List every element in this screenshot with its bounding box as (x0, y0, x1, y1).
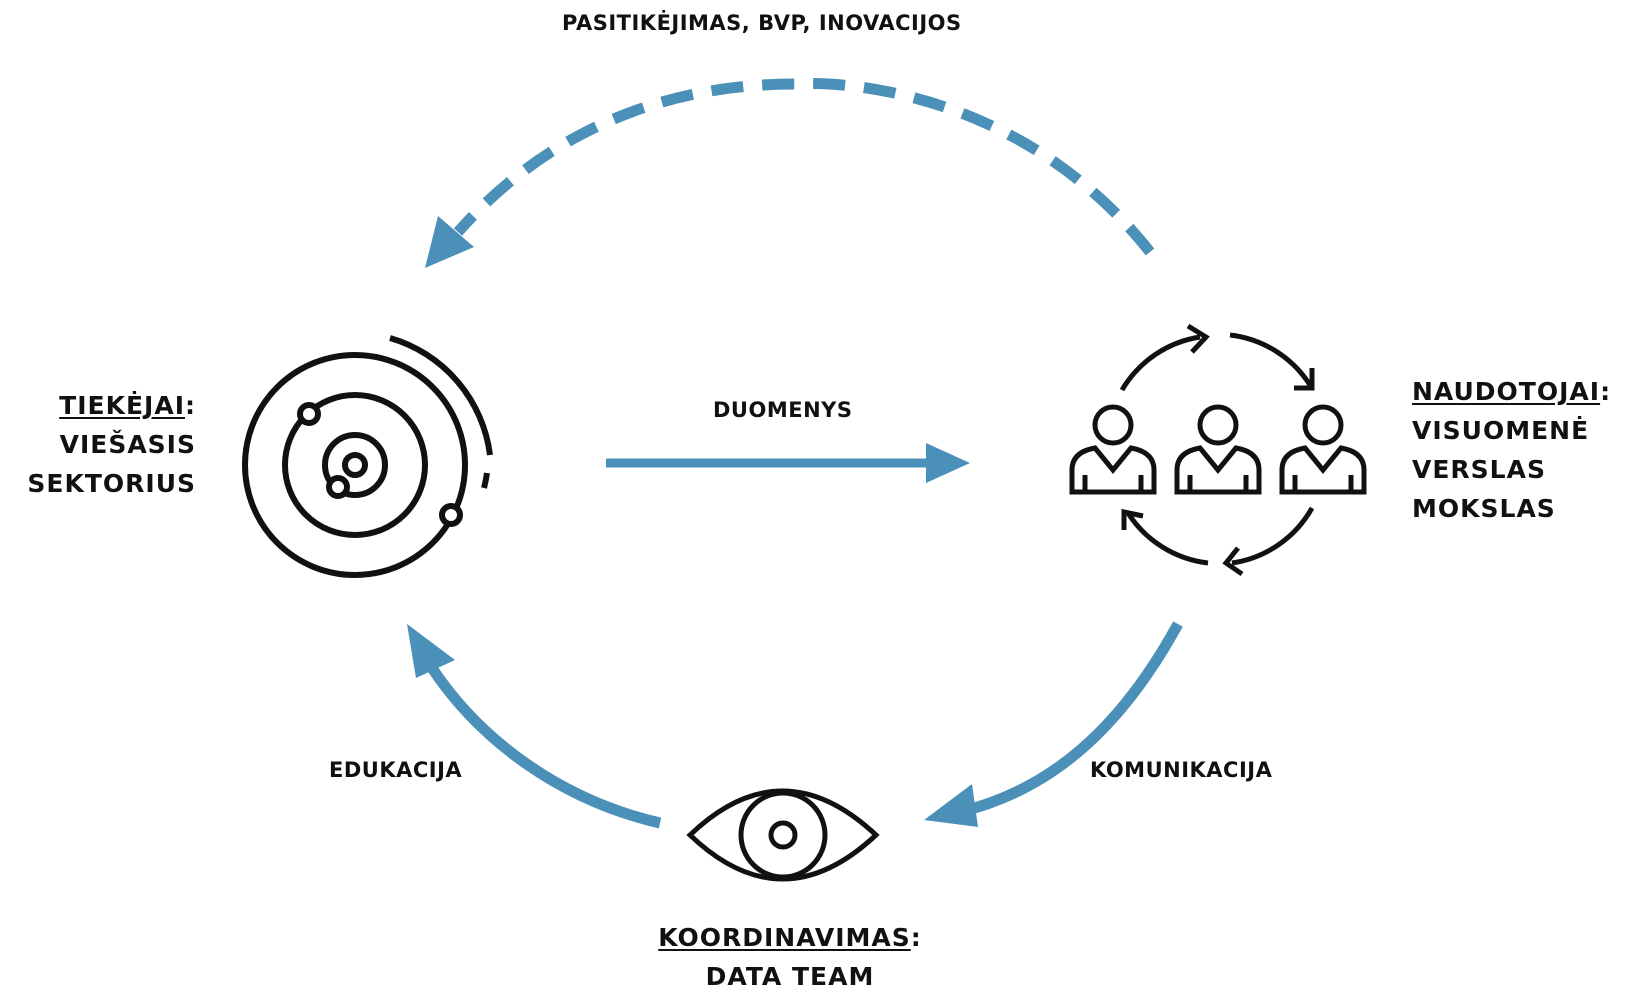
person-icon-right (1279, 404, 1367, 495)
users-title: NAUDOTOJAI (1412, 377, 1601, 406)
coordination-title: KOORDINAVIMAS (658, 923, 911, 952)
suppliers-label: TIEKĖJAI: VIEŠASIS SEKTORIUS (27, 386, 196, 503)
coordination-title-row: KOORDINAVIMAS: (658, 923, 922, 952)
users-line2: VERSLAS (1412, 455, 1546, 484)
orbit-icon (242, 335, 493, 578)
eye-icon (686, 788, 880, 882)
education-arrow-label: EDUKACIJA (329, 758, 463, 782)
feedback-dashed-arrow (453, 78, 1155, 256)
suppliers-title: TIEKĖJAI (59, 391, 185, 420)
suppliers-line2: SEKTORIUS (27, 469, 196, 498)
top-feedback-label: PASITIKĖJIMAS, BVP, INOVACIJOS (562, 11, 962, 35)
education-arrow (427, 664, 662, 829)
users-title-row: NAUDOTOJAI: (1412, 377, 1612, 406)
users-label: NAUDOTOJAI: VISUOMENĖ VERSLAS MOKSLAS (1412, 372, 1611, 528)
communication-arrow (958, 621, 1183, 818)
suppliers-line1: VIEŠASIS (59, 430, 196, 459)
data-arrowhead (926, 443, 970, 483)
person-icon-middle (1174, 404, 1262, 495)
data-arrow-label: DUOMENYS (713, 398, 853, 422)
communication-arrowhead (924, 784, 978, 827)
coordination-label: KOORDINAVIMAS: DATA TEAM (540, 918, 1040, 996)
users-line1: VISUOMENĖ (1412, 416, 1590, 445)
communication-arrow-label: KOMUNIKACIJA (1090, 758, 1273, 782)
education-arrowhead (407, 624, 455, 678)
people-cycle-icon (1069, 323, 1367, 577)
coordination-line1: DATA TEAM (705, 962, 875, 991)
feedback-arrowhead (425, 216, 474, 268)
suppliers-title-row: TIEKĖJAI: (59, 391, 196, 420)
person-icon-left (1069, 404, 1157, 495)
users-line3: MOKSLAS (1412, 494, 1556, 523)
